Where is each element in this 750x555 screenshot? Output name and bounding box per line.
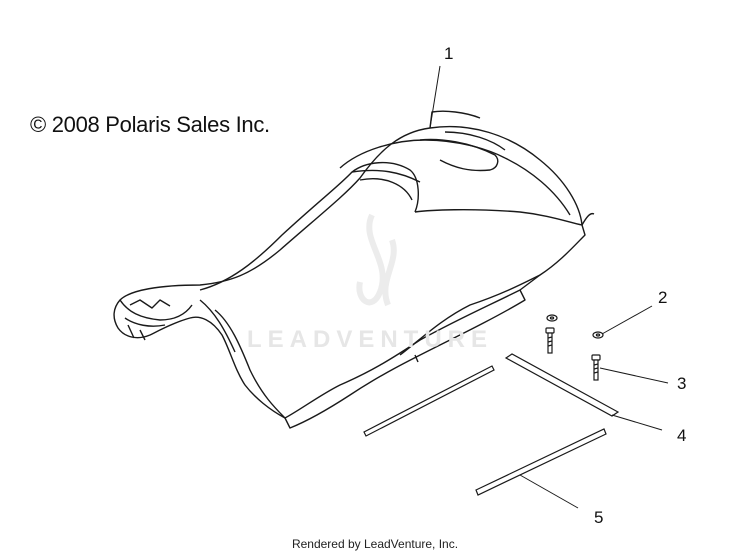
callout-4: 4	[677, 426, 687, 445]
washer-part-2	[546, 314, 604, 339]
callout-1: 1	[444, 44, 454, 63]
callout-5: 5	[594, 508, 604, 527]
leader-line-2	[601, 305, 653, 335]
strip-part-4	[363, 353, 620, 437]
bolt-part-3	[545, 327, 601, 381]
footer-credit: Rendered by LeadVenture, Inc.	[291, 537, 459, 551]
leader-line-1	[429, 65, 441, 129]
watermark-text: LEADVENTURE	[247, 326, 494, 353]
copyright-notice: © 2008 Polaris Sales Inc.	[30, 112, 270, 137]
leader-line-5	[519, 474, 579, 509]
callout-2: 2	[658, 288, 668, 307]
seat-part-1	[113, 110, 595, 429]
strip-part-5	[475, 428, 607, 496]
leader-line-4	[611, 414, 663, 431]
leadventure-logo-watermark	[356, 213, 397, 307]
callout-3: 3	[677, 374, 687, 393]
leader-line-3	[599, 367, 669, 384]
